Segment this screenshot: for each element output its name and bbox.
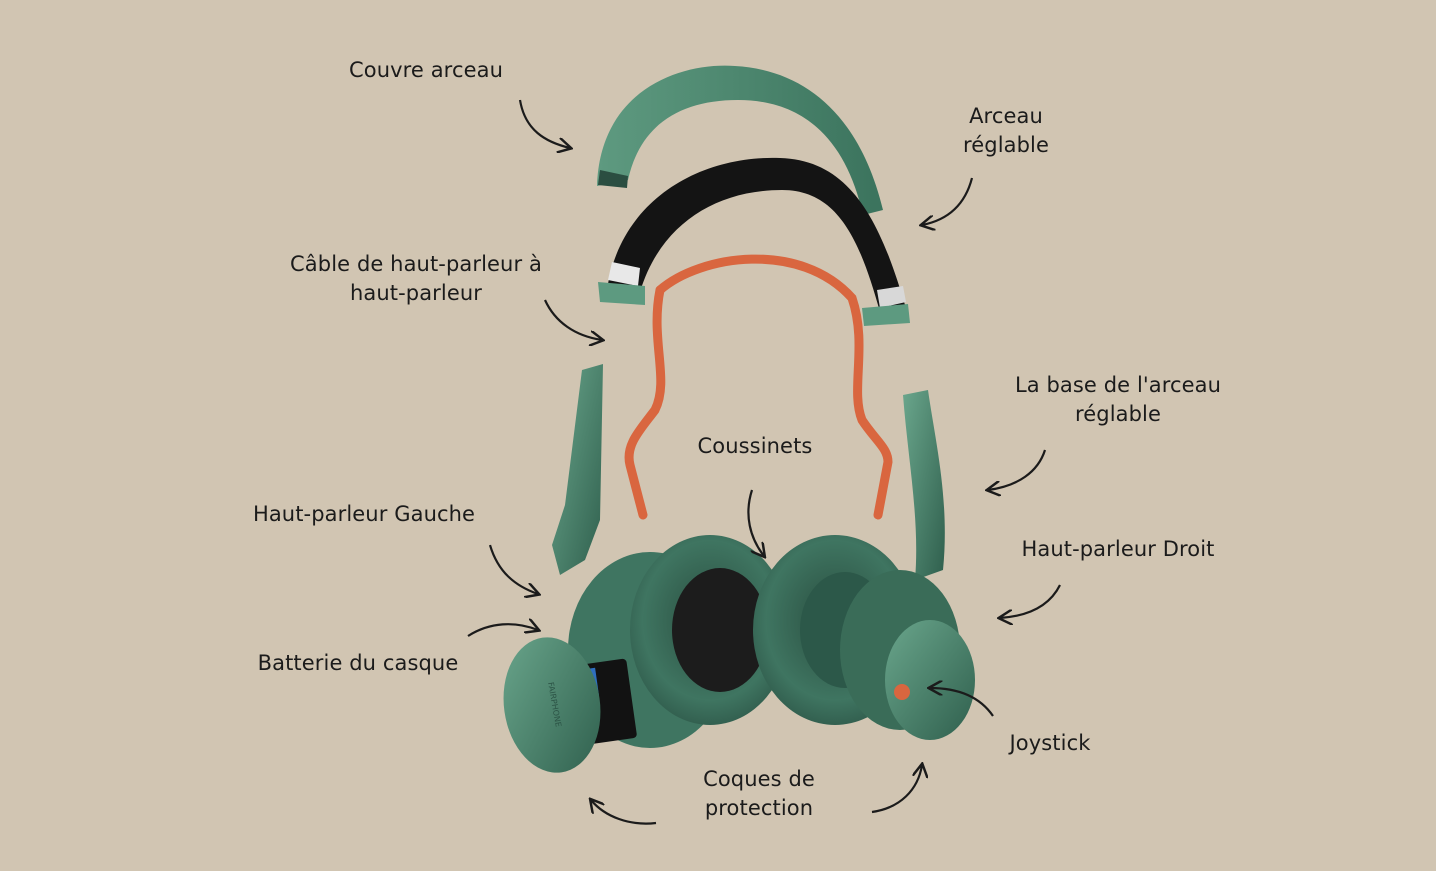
label-arceau-reglable: Arceau réglable	[962, 104, 1049, 157]
arrow-icon	[591, 800, 657, 825]
label-base-arceau: La base de l'arceau réglable	[1014, 373, 1222, 426]
arrow-icon	[1000, 584, 1061, 618]
adjustable-headband	[607, 157, 905, 312]
right-yoke	[903, 390, 945, 580]
left-protective-cover	[503, 637, 601, 773]
label-coques: Coques de protection	[703, 767, 815, 820]
arrow-icon	[922, 177, 974, 225]
label-coussinets: Coussinets	[697, 434, 813, 458]
arrow-icon	[518, 99, 570, 148]
headband-cover	[597, 65, 883, 215]
label-batterie: Batterie du casque	[257, 651, 459, 675]
label-haut-parleur-gauche: Haut-parleur Gauche	[252, 502, 476, 526]
arrow-icon	[543, 299, 602, 340]
arrow-icon	[871, 765, 922, 814]
label-couvre-arceau: Couvre arceau	[348, 58, 503, 82]
speaker-cable	[655, 254, 893, 520]
label-haut-parleur-droit: Haut-parleur Droit	[1021, 537, 1215, 561]
right-protective-cover	[885, 620, 975, 740]
label-cable: Câble de haut-parleur à haut-parleur	[290, 252, 542, 305]
arrow-icon	[988, 449, 1047, 490]
arrow-icon	[488, 544, 538, 594]
left-yoke	[552, 364, 603, 575]
label-joystick: Joystick	[1009, 731, 1091, 755]
arrow-icon	[747, 489, 764, 556]
joystick	[894, 684, 910, 700]
arrow-icon	[467, 624, 538, 637]
arrow-icon	[930, 688, 994, 717]
